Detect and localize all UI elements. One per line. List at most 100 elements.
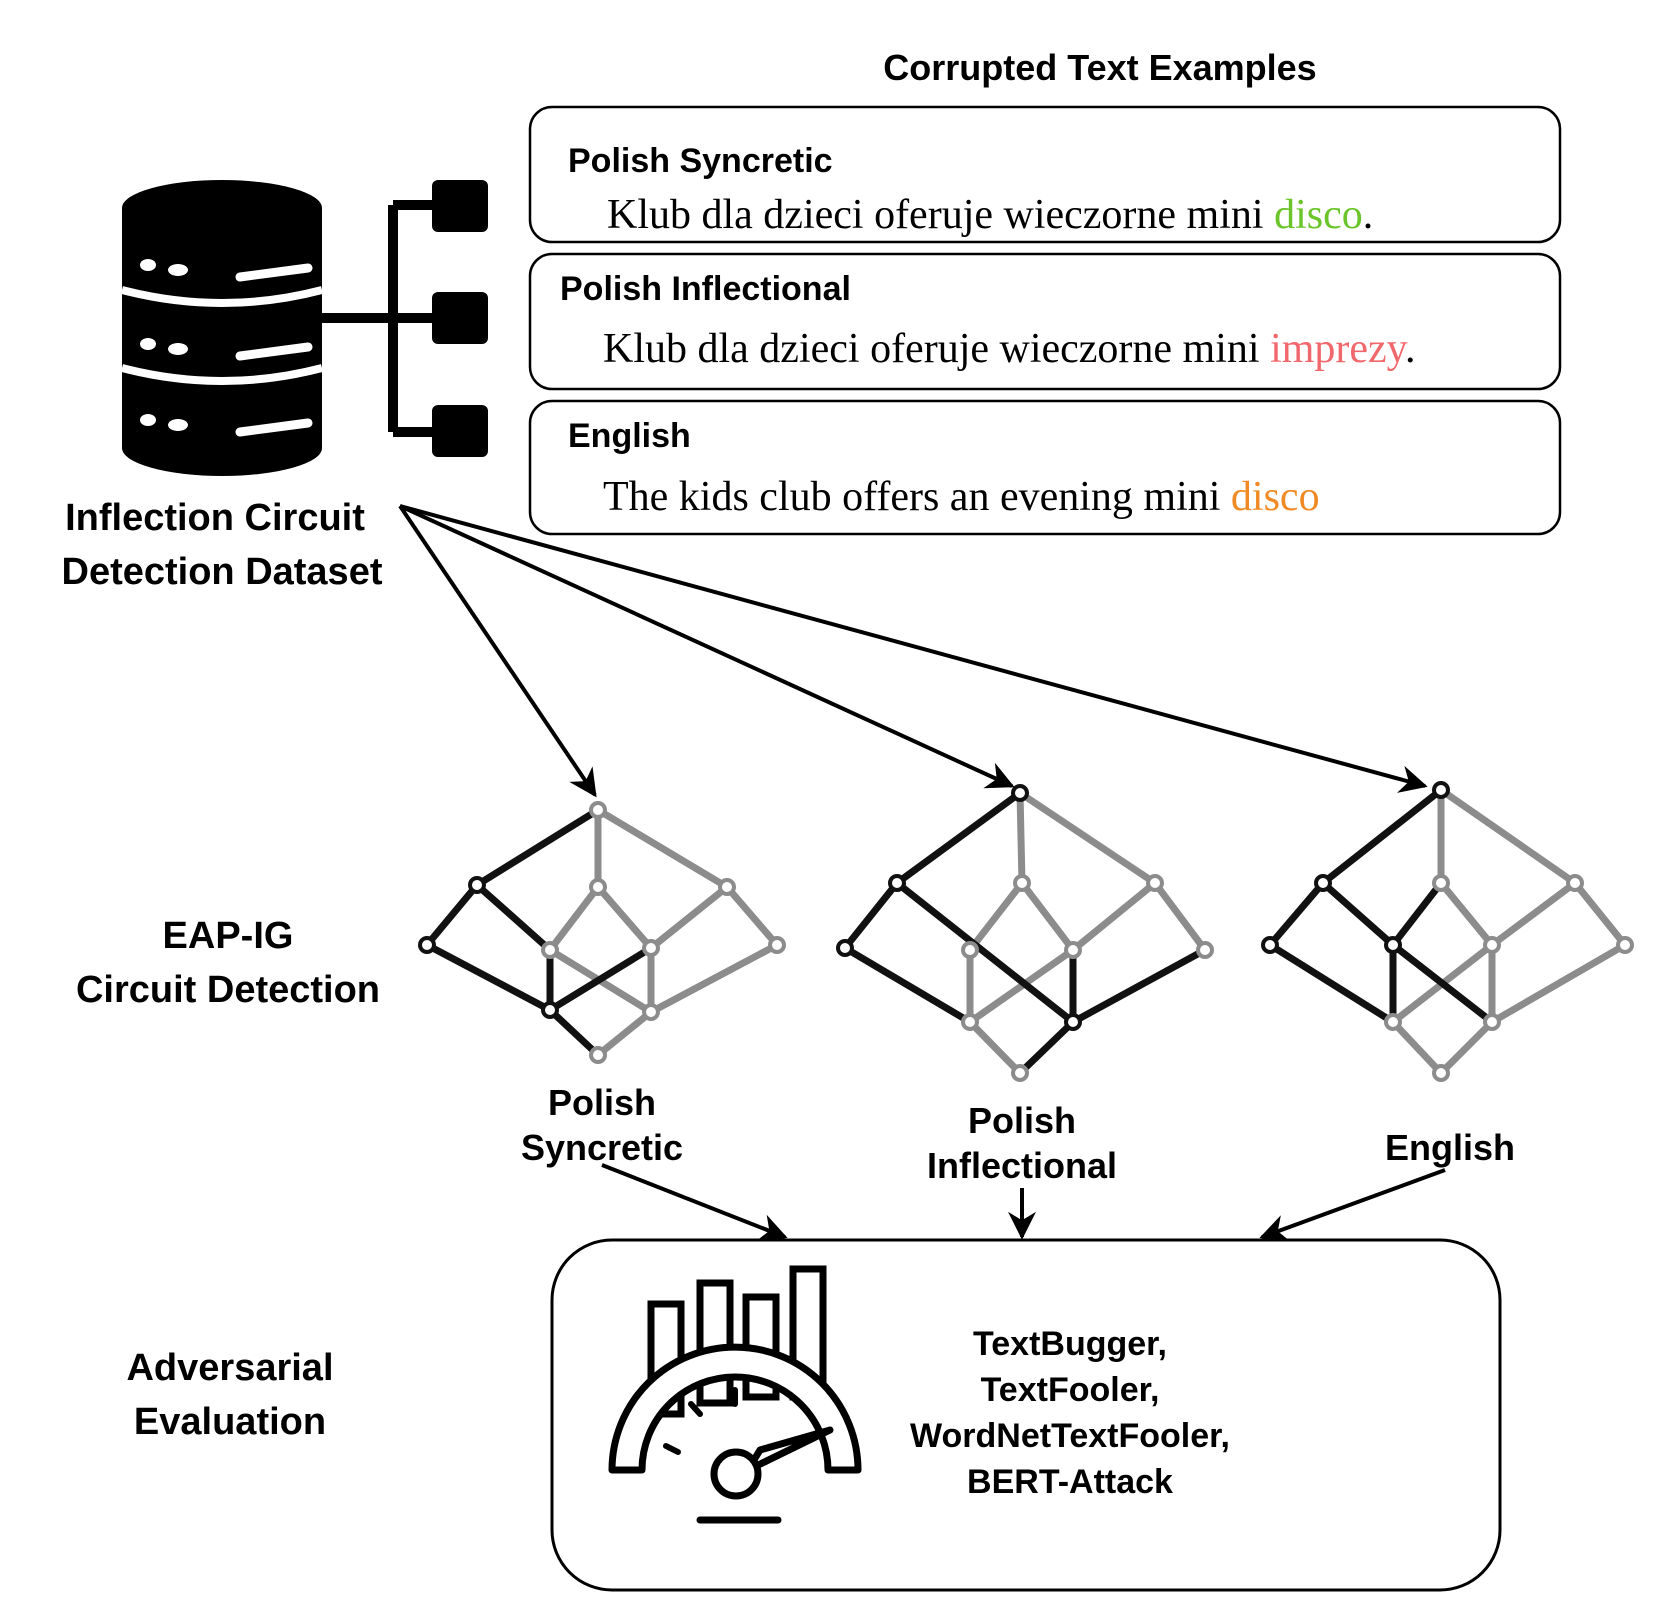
attack-list: TextBugger, TextFooler, WordNetTextFoole… — [910, 1325, 1230, 1501]
circuit-edge — [1018, 879, 1077, 954]
circuit-node — [1616, 936, 1634, 954]
circuit-edge — [594, 806, 731, 891]
example-sentence: Klub dla dzieci oferuje wieczorne mini d… — [607, 192, 1373, 238]
circuit-edge-active — [1319, 879, 1397, 949]
circuit-node — [1064, 941, 1082, 959]
circuit-edge — [647, 941, 781, 1016]
circuit-node — [418, 936, 436, 954]
circuit-edge — [723, 883, 781, 949]
gauge-bar-chart-icon — [608, 1265, 862, 1524]
circuit-node — [1432, 874, 1450, 892]
circuit-node — [1261, 936, 1279, 954]
circuit-edge-active — [841, 944, 974, 1026]
circuit-node — [642, 939, 660, 957]
detection-label-line2: Circuit Detection — [76, 969, 380, 1011]
circuit-node — [961, 1013, 979, 1031]
circuit-graph-english — [1261, 781, 1634, 1082]
example-card-polish-inflectional: Polish Inflectional Klub dla dzieci ofer… — [528, 252, 1562, 391]
attack-item: WordNetTextFooler, — [910, 1417, 1230, 1455]
examples-heading: Corrupted Text Examples — [883, 47, 1316, 88]
circuit-edge-active — [473, 881, 554, 954]
circuit-edge — [1488, 941, 1629, 1026]
circuit-node — [1011, 1064, 1029, 1082]
example-card-english: English The kids club offers an evening … — [528, 399, 1562, 536]
circuit-node — [1483, 1013, 1501, 1031]
highlight-word: imprezy — [1270, 326, 1408, 372]
example-sentence: The kids club offers an evening mini dis… — [603, 474, 1320, 520]
circuit-node — [1013, 874, 1031, 892]
circuit-edge — [647, 883, 731, 952]
circuit-node — [1566, 874, 1584, 892]
sentence-prefix: Klub dla dzieci oferuje wieczorne mini — [603, 326, 1270, 372]
circuit-node — [961, 941, 979, 959]
example-label: English — [568, 417, 691, 455]
circuit-edge — [966, 946, 1077, 1026]
example-sentence: Klub dla dzieci oferuje wieczorne mini i… — [603, 326, 1415, 372]
dataset-to-circuit-arrows — [398, 504, 1428, 798]
sentence-prefix: The kids club offers an evening mini — [603, 474, 1231, 520]
evaluation-label-line1: Adversarial — [126, 1347, 333, 1389]
circuit-node — [718, 878, 736, 896]
circuit-node — [1384, 1013, 1402, 1031]
circuit-label-line1: English — [1385, 1127, 1515, 1168]
circuit-label-line2: Inflectional — [927, 1145, 1117, 1186]
arrow-from-circuit-1 — [601, 1163, 788, 1241]
circuit-edge — [1016, 789, 1159, 887]
circuit-node — [1384, 936, 1402, 954]
circuit-node — [1432, 781, 1450, 799]
circuit-edge — [594, 1008, 655, 1059]
circuit-label-line1: Polish — [968, 1100, 1076, 1141]
circuit-to-evaluation-arrows — [601, 1163, 1446, 1242]
circuit-edge-active — [546, 944, 655, 1014]
circuit-edge-active — [1266, 879, 1327, 949]
evaluation-box — [550, 1238, 1502, 1592]
circuit-edge-active — [473, 806, 602, 889]
circuit-node — [589, 1046, 607, 1064]
circuit-edge-active — [893, 879, 1077, 1026]
circuit-graph-polish-syncretic — [418, 801, 786, 1064]
circuit-edge-active — [1069, 946, 1209, 1026]
circuit-edge-active — [841, 879, 901, 952]
arrow-from-circuit-3 — [1259, 1168, 1446, 1242]
circuit-node — [589, 878, 607, 896]
circuit-edge — [1488, 879, 1579, 949]
circuit-node — [888, 874, 906, 892]
circuit-node — [1146, 874, 1164, 892]
circuit-label-line2: Syncretic — [521, 1127, 683, 1168]
circuit-edge — [966, 1018, 1024, 1077]
attack-item: TextFooler, — [981, 1371, 1160, 1409]
arrow-to-circuit-3 — [399, 504, 1428, 793]
circuit-edge — [1389, 1018, 1445, 1077]
circuit-node — [468, 876, 486, 894]
attack-item: TextBugger, — [973, 1325, 1167, 1363]
example-label: Polish Inflectional — [560, 270, 851, 308]
circuit-node — [1432, 1064, 1450, 1082]
evaluation-label-line2: Evaluation — [134, 1401, 326, 1443]
circuit-node — [1314, 874, 1332, 892]
database-network-icon — [120, 180, 488, 476]
arrow-to-circuit-1 — [398, 504, 597, 798]
circuit-edge — [1437, 879, 1496, 949]
circuit-edge-active — [546, 1006, 602, 1059]
circuit-edge-active — [1266, 941, 1397, 1026]
circuit-edge-active — [423, 941, 554, 1014]
circuit-node — [1483, 936, 1501, 954]
circuit-edge-active — [1016, 1018, 1077, 1077]
example-label: Polish Syncretic — [568, 142, 833, 180]
circuit-node — [1196, 941, 1214, 959]
circuit-node — [541, 1001, 559, 1019]
circuit-node — [541, 941, 559, 959]
circuit-edge — [1016, 789, 1026, 887]
highlight-word: disco — [1274, 192, 1363, 238]
circuit-node — [589, 801, 607, 819]
sentence-prefix: Klub dla dzieci oferuje wieczorne mini — [607, 192, 1274, 238]
circuit-node — [642, 1003, 660, 1021]
circuit-edge — [1571, 879, 1629, 949]
circuit-label-line1: Polish — [548, 1082, 656, 1123]
sentence-suffix: . — [1363, 192, 1374, 238]
highlight-word: disco — [1231, 474, 1320, 520]
dataset-label-line1: Inflection Circuit — [65, 497, 365, 539]
circuit-edge-active — [1389, 879, 1445, 949]
dataset-label-line2: Detection Dataset — [62, 551, 383, 593]
